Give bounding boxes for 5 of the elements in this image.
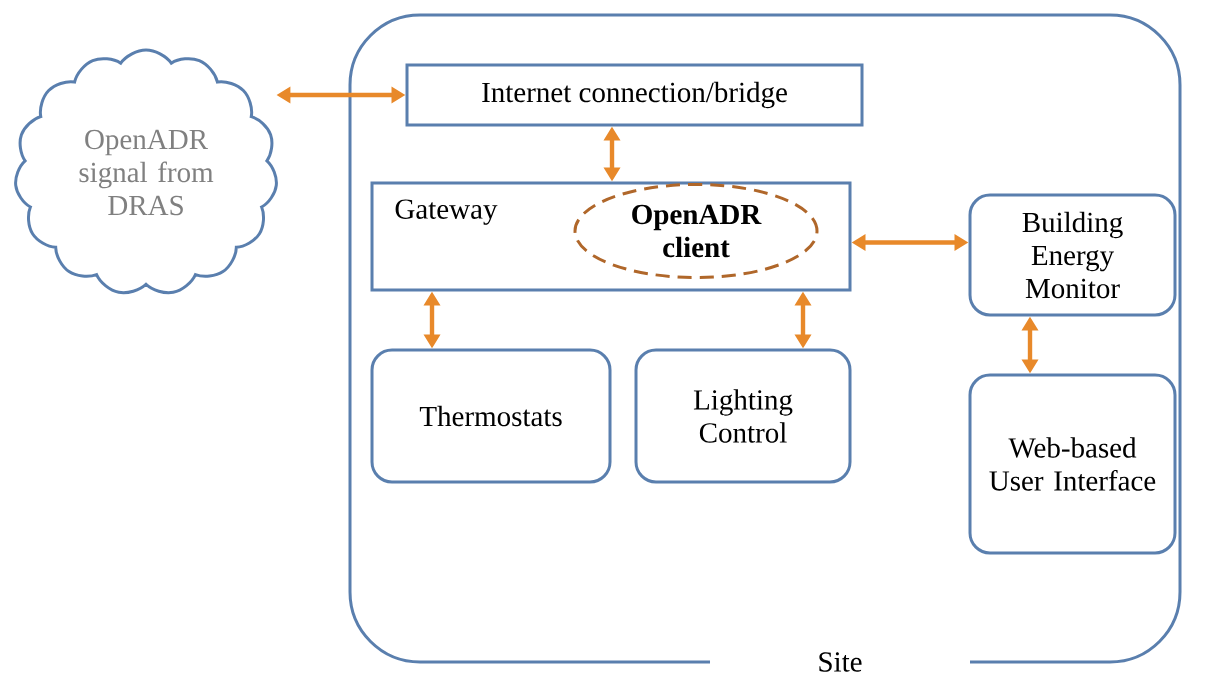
process-box: Building Energy Monitor xyxy=(968,193,1177,317)
process-box: Thermostats xyxy=(370,348,612,484)
process-box: Web-based User Interface xyxy=(968,373,1177,555)
process-box: Lighting Control xyxy=(634,348,852,484)
process-box: Internet connection/bridge xyxy=(405,63,864,127)
